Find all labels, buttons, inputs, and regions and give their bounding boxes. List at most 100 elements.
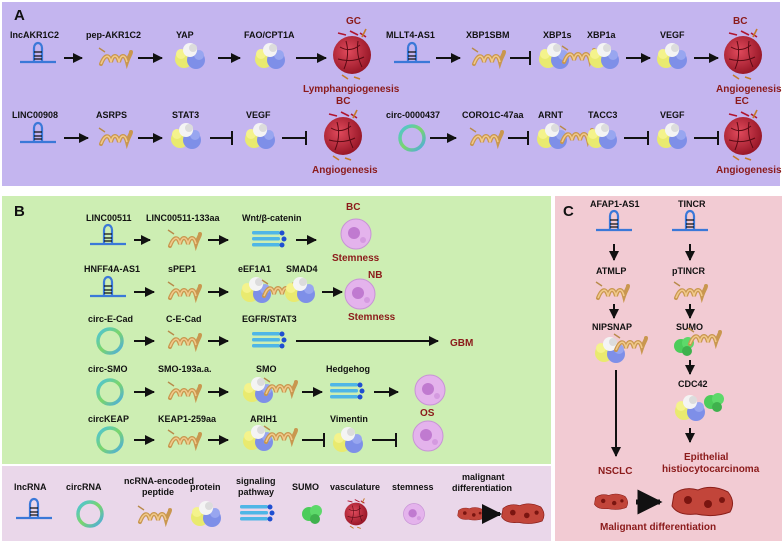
legend-malignant-line2: differentiation xyxy=(452,483,512,493)
inhibition-arrow xyxy=(508,131,529,145)
circrna-icon xyxy=(76,500,104,528)
inhibition-arrow xyxy=(302,433,325,447)
inhibition-arrow xyxy=(282,131,307,145)
sumo-icon xyxy=(302,505,322,524)
lncrna-icon xyxy=(18,121,58,144)
circrna-icon xyxy=(398,124,426,152)
protein-icon xyxy=(587,123,617,149)
b-r5-rna-label: circKEAP xyxy=(88,414,129,424)
b-r1-target-label: Wnt/β-catenin xyxy=(242,213,302,223)
c-right-rna-label: TINCR xyxy=(678,199,706,209)
a-r2-protein2-label: VEGF xyxy=(246,110,271,120)
protein-icon xyxy=(175,43,205,69)
protein-icon xyxy=(675,395,705,421)
b-r2-target2-label: SMAD4 xyxy=(286,264,318,274)
signaling-pathway-icon xyxy=(240,504,275,522)
a-r1-peptide-b-label: XBP1SBM xyxy=(466,30,510,40)
malignant-cell-icon xyxy=(594,493,628,510)
malignant-cell-icon xyxy=(457,507,486,521)
peptide-icon xyxy=(468,126,504,146)
c-right-outcome-line2: histiocytocarcinoma xyxy=(662,464,760,475)
peptide-icon xyxy=(97,46,133,66)
signaling-pathway-icon xyxy=(252,230,287,248)
a-r2-protein-b1-label: ARNT xyxy=(538,110,563,120)
c-right-outcome-line1: Epithelial xyxy=(684,452,729,463)
a-r2-circrna-label: circ-0000437 xyxy=(386,110,440,120)
vasculature-icon xyxy=(332,28,372,80)
panel-a-background xyxy=(2,2,780,186)
c-right-peptide-label: pTINCR xyxy=(672,266,705,276)
b-r4-target2-label: Hedgehog xyxy=(326,364,370,374)
legend-vasculature-label: vasculature xyxy=(330,482,380,492)
legend-pathway-line2: pathway xyxy=(238,487,274,497)
panel-b-letter: B xyxy=(14,203,25,220)
a-r1-outcome-label: Lymphangiogenesis xyxy=(303,84,400,95)
legend-stemness-label: stemness xyxy=(392,482,434,492)
circrna-icon xyxy=(96,378,124,406)
b-r5-target2-label: Vimentin xyxy=(330,414,368,424)
a-r2-protein-b3-label: VEGF xyxy=(660,110,685,120)
a-r1-peptide-label: pep-AKR1C2 xyxy=(86,30,141,40)
stemness-icon xyxy=(340,218,372,250)
panel-c-background xyxy=(555,196,782,541)
vasculature-icon xyxy=(323,109,363,161)
c-right-protein2-label: CDC42 xyxy=(678,379,708,389)
a-r1-cancer-label: GC xyxy=(346,16,361,27)
stemness-icon xyxy=(344,278,376,310)
b-r2-outcome-label: Stemness xyxy=(348,312,396,323)
stemness-icon xyxy=(412,420,444,452)
a-r1-protein1-label: YAP xyxy=(176,30,194,40)
inhibition-arrow xyxy=(372,433,397,447)
c-bottom-label: Malignant differentiation xyxy=(600,522,716,533)
a-r2-outcome-b-label: Angiogenesis xyxy=(716,165,782,176)
sumo-icon xyxy=(704,393,724,412)
b-r1-outcome-label: Stemness xyxy=(332,253,380,264)
b-r1-rna-label: LINC00511 xyxy=(86,213,132,223)
a-r1-protein2-label: FAO/CPT1A xyxy=(244,30,295,40)
protein-icon xyxy=(245,123,275,149)
stemness-icon xyxy=(414,374,446,406)
legend-protein-label: protein xyxy=(190,482,221,492)
c-left-peptide-label: ATMLP xyxy=(596,266,626,276)
a-r2-cancer-b-label: EC xyxy=(735,96,749,107)
stemness-icon xyxy=(403,503,425,525)
a-r1-cancer-b-label: BC xyxy=(733,16,747,27)
c-right-protein-label: SUMO xyxy=(676,322,703,332)
b-r5-target-label: ARIH1 xyxy=(250,414,277,424)
a-r1-outcome-b-label: Angiogenesis xyxy=(716,84,782,95)
a-r1-lncrna-label: lncAKR1C2 xyxy=(10,30,59,40)
c-left-rna-label: AFAP1-AS1 xyxy=(590,199,640,209)
a-r2-cancer-label: BC xyxy=(336,96,350,107)
peptide-icon xyxy=(470,46,506,66)
protein-icon xyxy=(589,43,619,69)
a-r2-peptide-b-label: CORO1C-47aa xyxy=(462,110,525,120)
b-r4-target-label: SMO xyxy=(256,364,277,374)
peptide-icon xyxy=(166,428,202,448)
lncrna-icon xyxy=(88,275,128,298)
vasculature-icon xyxy=(723,109,763,161)
b-r2-cancer-label: NB xyxy=(368,270,382,281)
lncrna-icon xyxy=(18,41,58,64)
b-r2-rna-label: HNFF4A-AS1 xyxy=(84,264,140,274)
peptide-icon xyxy=(686,326,722,346)
b-r4-peptide-label: SMO-193a.a. xyxy=(158,364,212,374)
malignant-tissue-icon xyxy=(501,503,545,524)
peptide-icon xyxy=(672,280,708,300)
vasculature-icon xyxy=(344,497,368,529)
a-r2-protein1-label: STAT3 xyxy=(172,110,199,120)
legend-peptide-line1: ncRNA-encoded xyxy=(124,476,194,486)
a-r2-protein-b2-label: TACC3 xyxy=(588,110,617,120)
lncrna-icon xyxy=(594,209,634,232)
malignant-tissue-icon xyxy=(671,486,734,517)
a-r1-protein-b3-label: VEGF xyxy=(660,30,685,40)
protein-icon xyxy=(255,43,285,69)
b-r3-target-label: EGFR/STAT3 xyxy=(242,314,297,324)
c-left-protein-label: NIPSNAP xyxy=(592,322,632,332)
peptide-icon xyxy=(612,332,648,352)
inhibition-arrow xyxy=(510,51,531,65)
vasculature-icon xyxy=(723,28,763,80)
panel-a-letter: A xyxy=(14,7,25,24)
lncrna-icon xyxy=(670,209,710,232)
a-r2-outcome-label: Angiogenesis xyxy=(312,165,378,176)
